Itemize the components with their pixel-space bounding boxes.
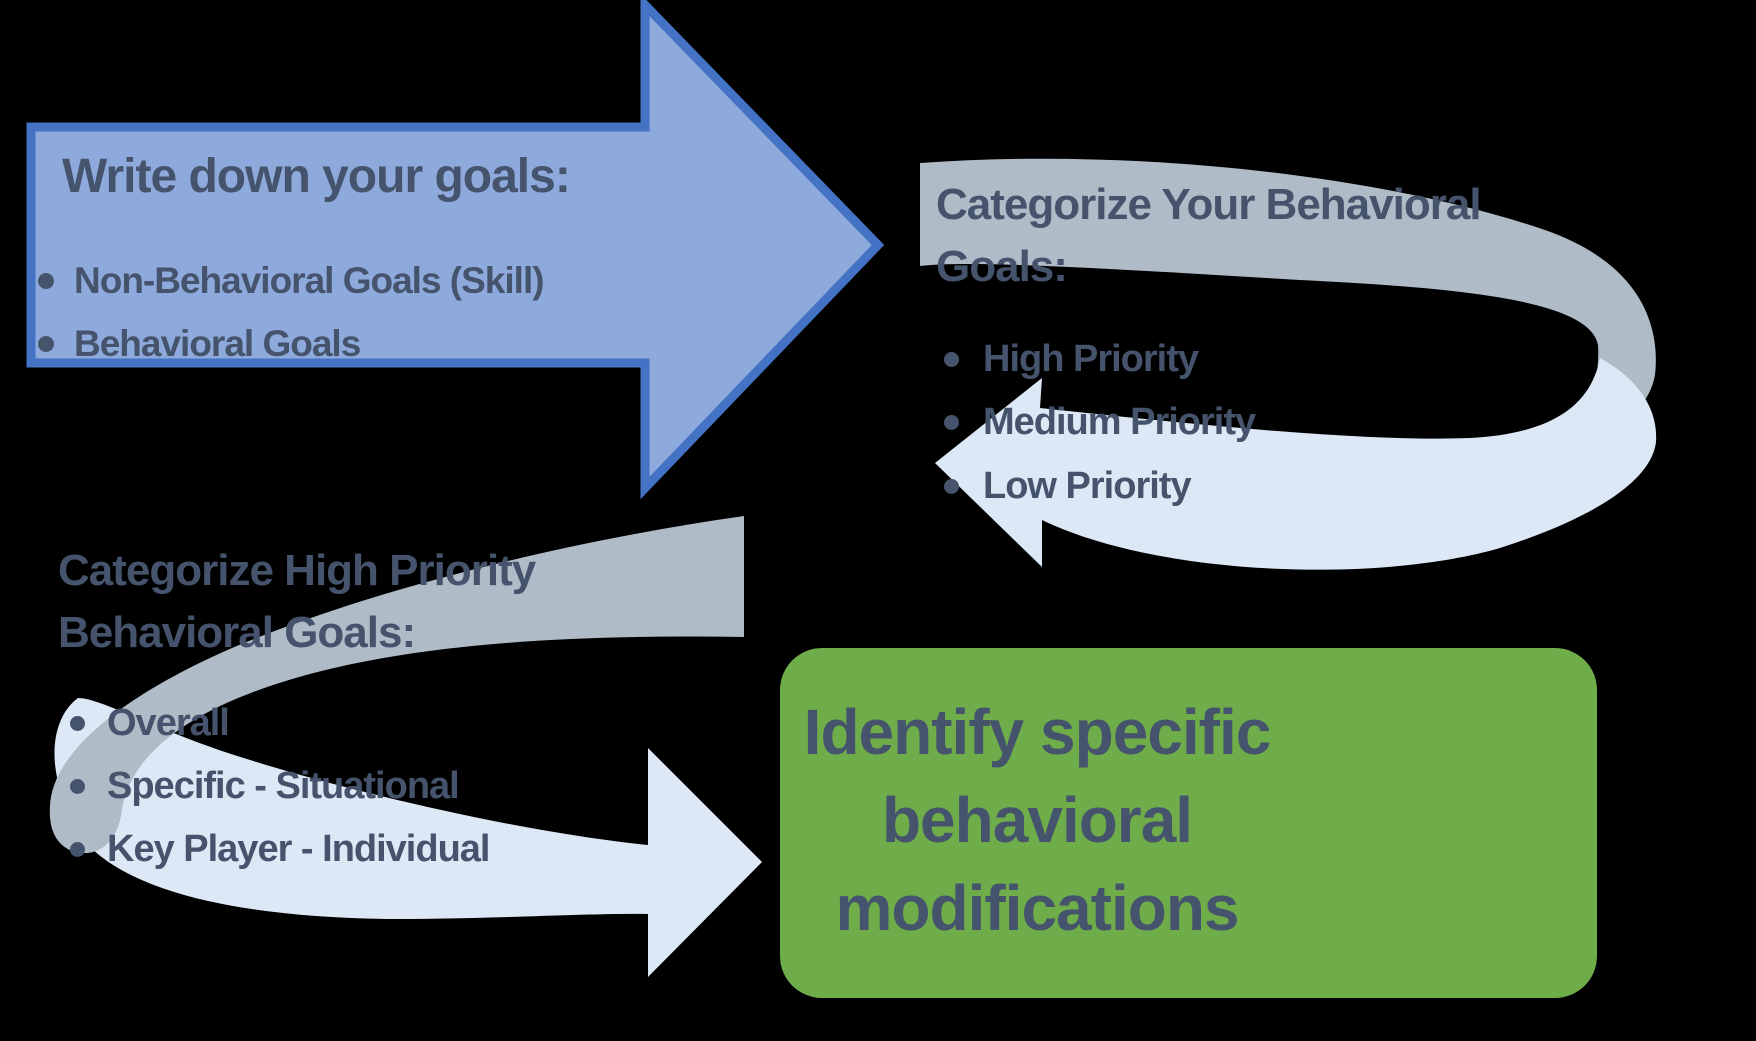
categorize-goals-bullet-3: Low Priority xyxy=(944,461,1192,511)
write-goals-bullet-2: Behavioral Goals xyxy=(38,319,361,369)
high-priority-bullet-3: Key Player - Individual xyxy=(70,824,490,874)
bullet-dot xyxy=(70,715,85,731)
bullet-label: Specific - Situational xyxy=(107,764,460,807)
high-priority-loop-front-arrow xyxy=(54,698,762,977)
bullet-label: Medium Priority xyxy=(983,400,1256,443)
bullet-label: Non-Behavioral Goals (Skill) xyxy=(74,260,545,301)
bullet-dot xyxy=(944,414,959,430)
bullet-dot xyxy=(70,778,85,794)
identify-box-shape xyxy=(780,648,1597,998)
categorize-goals-bullet-1: High Priority xyxy=(944,334,1199,384)
high-priority-loop-back-ribbon xyxy=(49,516,745,854)
high-priority-goals-title: Categorize High Priority Behavioral Goal… xyxy=(58,546,536,657)
bullet-dot xyxy=(944,478,959,494)
categorize-loop-back-ribbon xyxy=(920,158,1656,434)
bullet-label: Behavioral Goals xyxy=(74,323,361,364)
bullet-dot xyxy=(944,351,959,367)
categorize-goals-title: Categorize Your Behavioral Goals: xyxy=(936,180,1482,291)
bullet-label: Key Player - Individual xyxy=(107,827,490,870)
high-priority-bullet-2: Specific - Situational xyxy=(70,761,460,811)
bullet-dot xyxy=(70,841,85,857)
bullet-label: Overall xyxy=(107,701,230,744)
write-goals-arrow-shape xyxy=(26,0,885,500)
write-goals-title: Write down your goals: xyxy=(62,150,571,203)
bullet-dot xyxy=(38,273,54,289)
bullet-label: Low Priority xyxy=(983,464,1192,507)
bullet-dot xyxy=(38,336,54,352)
identify-box-label: Identify specific behavioral modificatio… xyxy=(803,696,1272,944)
categorize-goals-bullet-2: Medium Priority xyxy=(944,397,1256,447)
write-goals-bullet-1: Non-Behavioral Goals (Skill) xyxy=(38,256,545,306)
categorize-loop-front-arrow xyxy=(935,358,1657,570)
bullet-label: High Priority xyxy=(983,337,1199,380)
high-priority-bullet-1: Overall xyxy=(70,698,230,748)
